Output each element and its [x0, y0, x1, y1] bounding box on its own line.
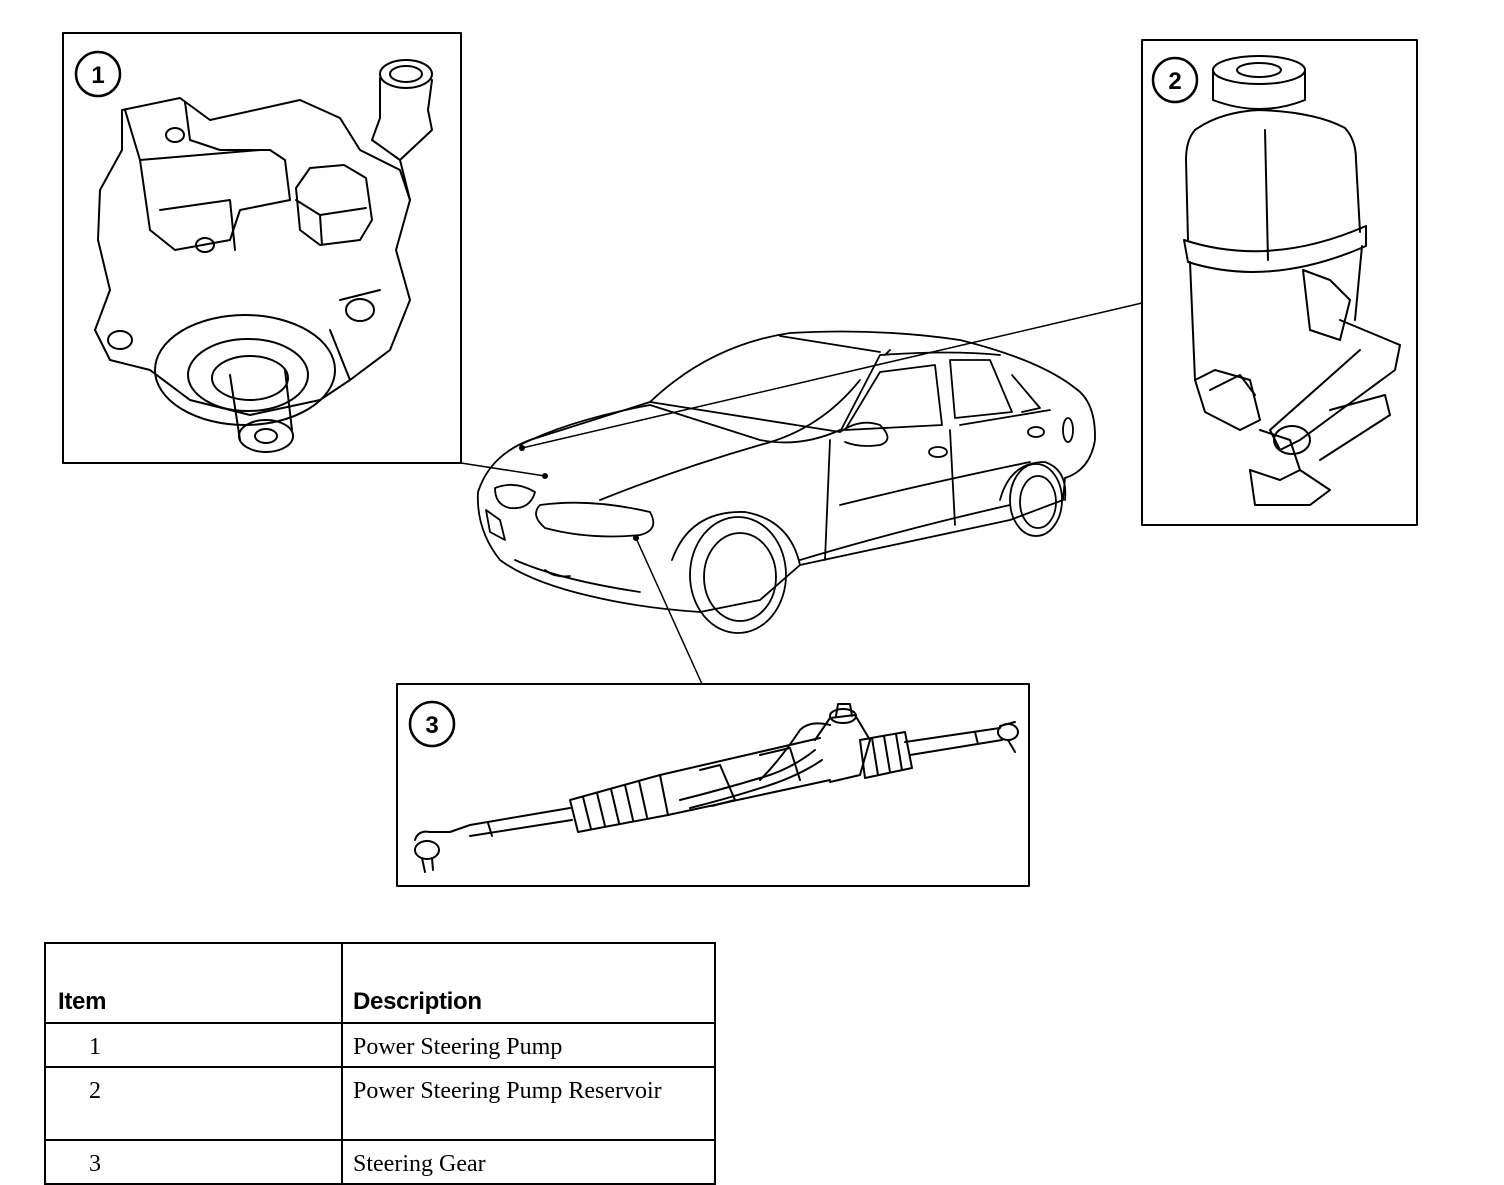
table-row: 1 Power Steering Pump — [44, 1022, 716, 1068]
leader-line-2 — [521, 302, 1143, 449]
callout-badge-2 — [1151, 56, 1199, 104]
inset-power-steering-pump — [62, 32, 462, 464]
inset-frame-3 — [396, 683, 1030, 887]
legend-header-item: Item — [44, 942, 343, 1024]
leader-dots — [519, 445, 639, 541]
legend-item-number: 2 — [44, 1066, 343, 1141]
leader-lines — [460, 302, 1143, 685]
callout-badge-1 — [74, 50, 122, 98]
inset-steering-gear — [396, 683, 1030, 887]
legend-header-row: Item Description — [44, 942, 716, 1024]
inset-power-steering-pump-reservoir — [1141, 39, 1418, 526]
legend-item-description: Steering Gear — [341, 1139, 716, 1185]
callout-number-2: 2 — [1168, 68, 1181, 95]
legend-item-description: Power Steering Pump — [341, 1022, 716, 1068]
table-row: 2 Power Steering Pump Reservoir — [44, 1066, 716, 1141]
legend-item-number: 1 — [44, 1022, 343, 1068]
leader-line-3 — [635, 537, 703, 685]
reservoir-illustration — [1183, 55, 1401, 506]
inset-frame-1 — [62, 32, 462, 464]
pump-illustration — [94, 59, 433, 453]
callout-badge-3 — [408, 700, 456, 748]
table-row: 3 Steering Gear — [44, 1139, 716, 1185]
callout-number-1: 1 — [91, 62, 104, 89]
inset-frame-2 — [1141, 39, 1418, 526]
leader-line-1 — [460, 462, 546, 477]
legend-item-number: 3 — [44, 1139, 343, 1185]
callout-number-3: 3 — [425, 712, 438, 739]
vehicle-illustration — [476, 330, 1096, 634]
steering-gear-illustration — [414, 703, 1019, 873]
legend-header-description: Description — [341, 942, 716, 1024]
legend-table: Item Description 1 Power Steering Pump 2… — [44, 942, 716, 1185]
legend-item-description: Power Steering Pump Reservoir — [341, 1066, 716, 1141]
